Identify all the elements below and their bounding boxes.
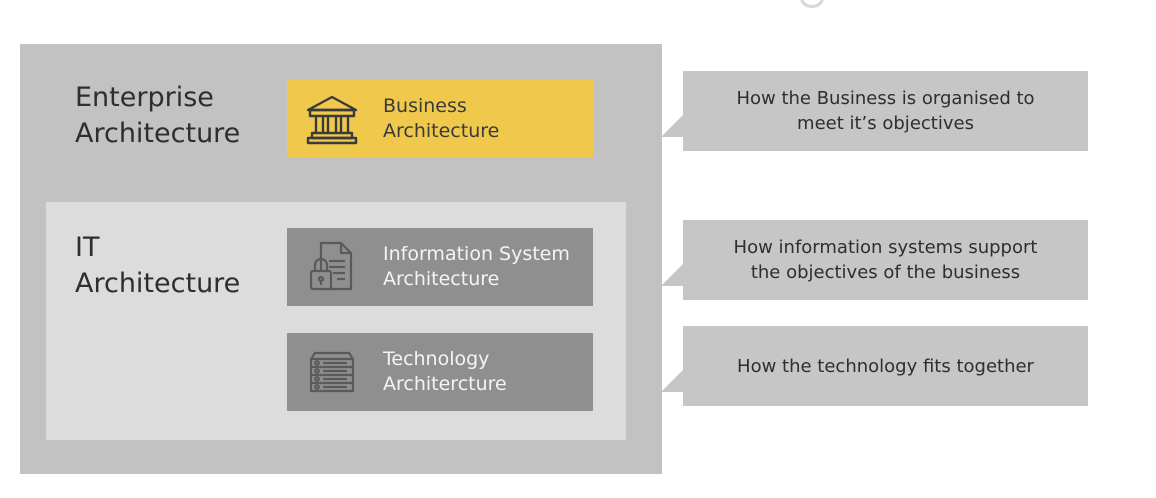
server-rack-icon [303,343,361,401]
business-architecture-label: Business Architecture [383,95,500,142]
technology-callout-text: How the technology fits together [737,355,1034,377]
information-system-callout-text: How information systems support the obje… [733,237,1038,283]
bank-icon [303,90,361,148]
information-system-architecture-box: Information System Architecture [287,228,593,306]
technology-architecture-box: Technology Architercture [287,333,593,411]
secure-document-icon [303,238,361,296]
technology-architecture-label: Technology Architercture [383,348,507,395]
information-system-callout: How information systems support the obje… [661,220,1088,300]
decorative-ring [800,0,824,8]
enterprise-architecture-title: Enterprise Architecture [75,82,241,149]
it-architecture-title: IT Architecture [75,232,241,299]
business-architecture-box: Business Architecture [287,80,593,158]
information-system-architecture-label: Information System Architecture [383,243,570,290]
technology-callout: How the technology fits together [661,326,1088,406]
business-callout-text: How the Business is organised to meet it… [736,88,1035,134]
business-callout: How the Business is organised to meet it… [661,71,1088,151]
